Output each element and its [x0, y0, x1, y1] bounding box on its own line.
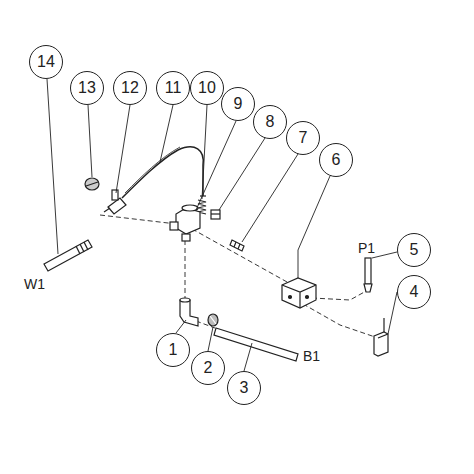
callout-circle: 5 — [397, 233, 431, 267]
callout-circle: 3 — [227, 371, 261, 405]
callout-number: 9 — [234, 95, 243, 113]
block — [282, 278, 316, 308]
valve-body — [170, 205, 200, 241]
callout-number: 1 — [169, 341, 178, 359]
elbow — [180, 298, 198, 326]
callout-number: 5 — [410, 241, 419, 259]
callout-number: 13 — [78, 79, 96, 97]
part-label: W1 — [24, 276, 45, 292]
callout-number: 8 — [266, 113, 275, 131]
callout-number: 10 — [198, 79, 216, 97]
callout-circle: 14 — [29, 45, 63, 79]
callout-number: 12 — [121, 79, 139, 97]
callout-circle: 10 — [190, 71, 224, 105]
callout-circle: 1 — [156, 333, 190, 367]
tube-b1 — [214, 328, 298, 361]
callout-circle: 8 — [253, 105, 287, 139]
callout-circle: 13 — [70, 71, 104, 105]
callout-number: 2 — [204, 359, 213, 377]
callout-circle: 12 — [113, 71, 147, 105]
callout-number: 3 — [240, 379, 249, 397]
callout-circle: 2 — [191, 351, 225, 385]
nipple — [211, 210, 220, 219]
callout-number: 7 — [299, 129, 308, 147]
callout-number: 4 — [410, 283, 419, 301]
callout-number: 14 — [37, 53, 55, 71]
probe-p1 — [364, 258, 372, 292]
nut — [208, 314, 218, 326]
part-label: P1 — [358, 240, 375, 256]
callout-circle: 6 — [319, 143, 353, 177]
cap — [85, 178, 99, 190]
tube-w1 — [44, 240, 92, 271]
callout-circle: 4 — [397, 275, 431, 309]
callout-number: 11 — [165, 79, 182, 97]
part-label: B1 — [303, 348, 320, 364]
callout-circle: 9 — [221, 87, 255, 121]
callout-number: 6 — [332, 151, 341, 169]
callout-circle: 7 — [286, 121, 320, 155]
callout-circle: 11 — [156, 71, 190, 105]
sensor — [374, 318, 388, 356]
capillary — [122, 147, 206, 198]
elbow-valve — [104, 190, 126, 214]
